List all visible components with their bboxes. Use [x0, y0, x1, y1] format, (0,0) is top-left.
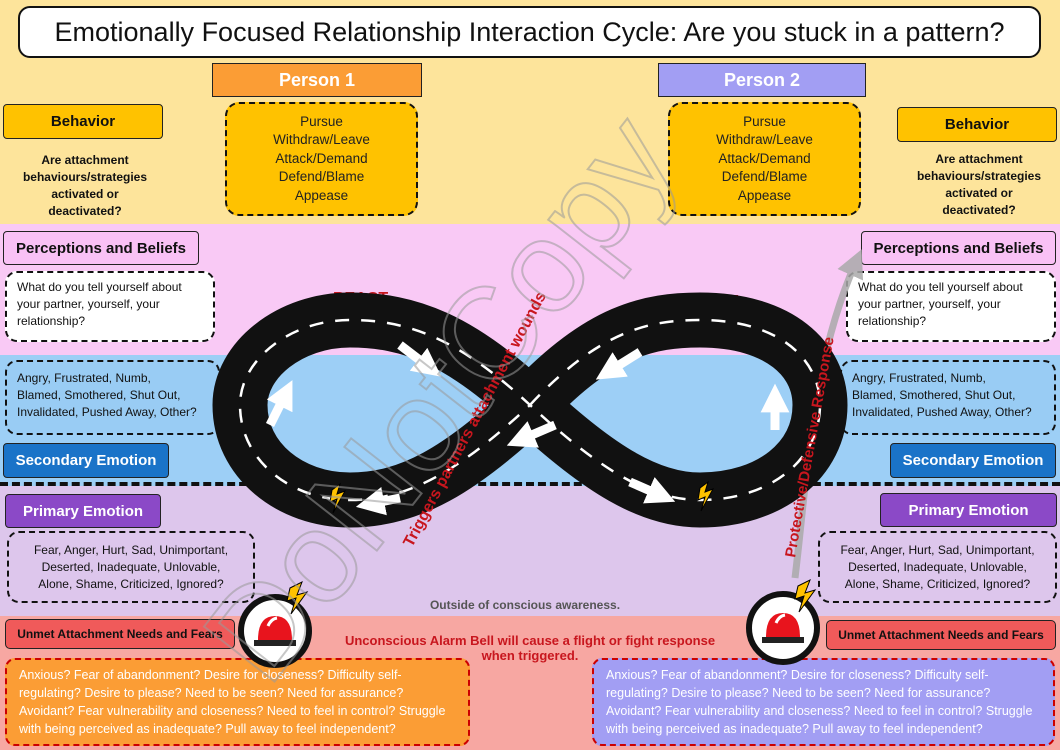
emotion-line: Fear, Anger, Hurt, Sad, Unimportant,: [33, 542, 229, 557]
emotion-line: Blamed, Smothered, Shut Out,: [852, 388, 1016, 402]
primary-emotions-left: Fear, Anger, Hurt, Sad, Unimportant, Des…: [7, 531, 255, 603]
direction-arrow: [595, 348, 643, 380]
question-line: Are attachment: [41, 153, 129, 167]
needs-line: regulating? Desire to please? Need to be…: [19, 686, 404, 700]
behavior-item: Pursue: [300, 113, 343, 129]
question-line: What do you tell yourself about: [858, 280, 1023, 294]
road-center-line: [238, 318, 822, 502]
emotion-line: Angry, Frustrated, Numb,: [17, 371, 151, 385]
primary-label-right: Primary Emotion: [880, 493, 1057, 527]
emotion-line: Alone, Shame, Criticized, Ignored?: [844, 576, 1031, 591]
behavior-question-left: Are attachment behaviours/strategies act…: [5, 152, 165, 220]
secondary-label-right: Secondary Emotion: [890, 443, 1056, 478]
behavior-item: Appease: [294, 187, 349, 203]
perceptions-label-left: Perceptions and Beliefs: [3, 231, 199, 265]
needs-line: regulating? Desire to please? Need to be…: [606, 686, 991, 700]
perceptions-label-right: Perceptions and Beliefs: [861, 231, 1056, 265]
lightning-icon: [697, 480, 715, 512]
person2-behaviors: Pursue Withdraw/Leave Attack/Demand Defe…: [668, 102, 861, 216]
question-line: behaviours/strategies: [22, 170, 148, 184]
needs-line: Avoidant? Fear vulnerability and closene…: [19, 704, 446, 718]
conscious-divider: [0, 482, 1060, 486]
page-title: Emotionally Focused Relationship Interac…: [18, 6, 1041, 58]
behavior-item: Defend/Blame: [721, 169, 808, 185]
direction-arrow: [355, 487, 401, 516]
secondary-emotions-right: Angry, Frustrated, Numb, Blamed, Smother…: [840, 360, 1056, 435]
direction-arrow: [506, 420, 557, 448]
direction-arrow: [628, 477, 676, 504]
behavior-item: Appease: [737, 187, 792, 203]
question-line: Are attachment: [935, 152, 1023, 166]
needs-fears-left: Anxious? Fear of abandonment? Desire for…: [5, 658, 470, 746]
alarm-line: Unconscious Alarm Bell will cause a flig…: [344, 633, 716, 648]
behavior-item: Withdraw/Leave: [716, 132, 813, 148]
alarm-bell-icon: [238, 580, 312, 668]
direction-arrow: [265, 380, 293, 428]
question-line: deactivated?: [942, 203, 1016, 217]
question-line: deactivated?: [48, 204, 122, 218]
behavior-question-right: Are attachment behaviours/strategies act…: [899, 151, 1059, 219]
question-line: your partner, yourself, your: [17, 297, 160, 311]
alarm-line: when triggered.: [481, 648, 579, 663]
behavior-label-left: Behavior: [3, 104, 163, 139]
emotion-line: Deserted, Inadequate, Unlovable,: [848, 559, 1027, 574]
question-line: behaviours/strategies: [916, 169, 1042, 183]
behavior-item: Pursue: [743, 113, 786, 129]
primary-label-left: Primary Emotion: [5, 494, 161, 528]
behavior-label-right: Behavior: [897, 107, 1057, 142]
emotion-line: Angry, Frustrated, Numb,: [852, 371, 986, 385]
behavior-item: Defend/Blame: [278, 169, 365, 185]
perceptions-question-right: What do you tell yourself about your par…: [846, 271, 1056, 342]
emotion-line: Invalidated, Pushed Away, Other?: [17, 405, 197, 419]
needs-fears-right: Anxious? Fear of abandonment? Desire for…: [592, 658, 1055, 746]
question-line: What do you tell yourself about: [17, 280, 182, 294]
unmet-label-left: Unmet Attachment Needs and Fears: [5, 619, 235, 649]
needs-line: with being perceived as inadequate? Pull…: [606, 722, 983, 736]
needs-line: with being perceived as inadequate? Pull…: [19, 722, 396, 736]
behavior-item: Attack/Demand: [275, 150, 368, 166]
question-line: your partner, yourself, your: [858, 297, 1001, 311]
unmet-label-right: Unmet Attachment Needs and Fears: [826, 620, 1056, 650]
question-line: relationship?: [17, 314, 86, 328]
question-line: activated or: [945, 186, 1013, 200]
perceptions-question-left: What do you tell yourself about your par…: [5, 271, 215, 342]
lightning-icon: [329, 482, 347, 514]
alarm-bell-icon: [746, 578, 820, 665]
direction-arrow: [397, 341, 442, 377]
needs-line: Anxious? Fear of abandonment? Desire for…: [19, 668, 402, 682]
emotion-line: Invalidated, Pushed Away, Other?: [852, 405, 1032, 419]
awareness-note: Outside of conscious awareness.: [429, 598, 621, 612]
question-line: relationship?: [858, 314, 927, 328]
question-line: activated or: [51, 187, 119, 201]
needs-line: Anxious? Fear of abandonment? Desire for…: [606, 668, 989, 682]
behavior-item: Withdraw/Leave: [273, 132, 370, 148]
emotion-line: Deserted, Inadequate, Unlovable,: [41, 559, 221, 574]
person1-behaviors: Pursue Withdraw/Leave Attack/Demand Defe…: [225, 102, 418, 216]
secondary-label-left: Secondary Emotion: [3, 443, 169, 478]
primary-emotions-right: Fear, Anger, Hurt, Sad, Unimportant, Des…: [818, 531, 1057, 603]
person2-tab: Person 2: [658, 63, 866, 97]
emotion-line: Alone, Shame, Criticized, Ignored?: [38, 576, 224, 591]
behavior-item: Attack/Demand: [718, 150, 811, 166]
alarm-caption: Unconscious Alarm Bell will cause a flig…: [305, 633, 755, 663]
person1-tab: Person 1: [212, 63, 422, 97]
needs-line: Avoidant? Fear vulnerability and closene…: [606, 704, 1033, 718]
emotion-line: Fear, Anger, Hurt, Sad, Unimportant,: [840, 542, 1035, 557]
emotion-line: Blamed, Smothered, Shut Out,: [17, 388, 181, 402]
